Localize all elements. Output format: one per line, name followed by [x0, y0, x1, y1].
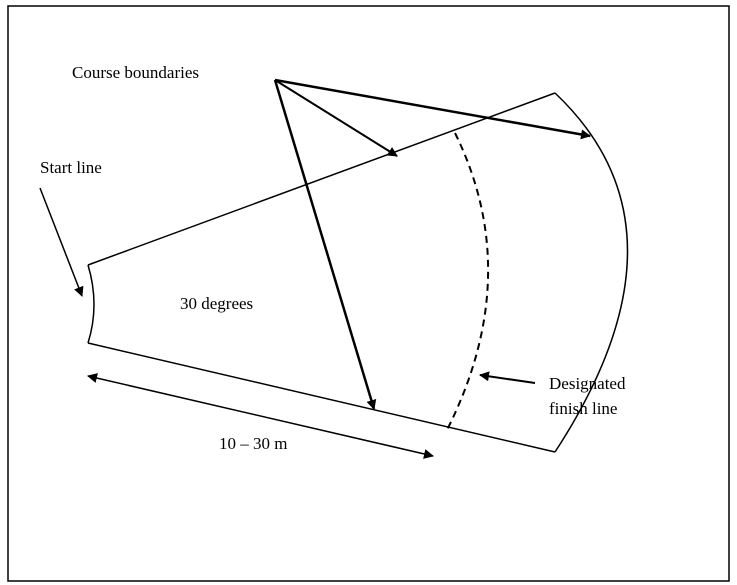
diagram-border	[7, 5, 730, 582]
finish-line-label-line2: finish line	[549, 399, 617, 418]
arrow-to-start-line	[39, 187, 84, 297]
designated-finish-line	[446, 132, 489, 431]
start-line-arc	[87, 264, 95, 344]
lower-course-boundary	[87, 342, 556, 453]
arrow-to-finish-line	[479, 371, 536, 384]
angle-label: 30 degrees	[180, 294, 253, 313]
distance-label: 10 – 30 m	[219, 434, 287, 453]
distance-double-arrow	[87, 373, 434, 459]
finish-line-label-line1: Designated	[549, 374, 626, 393]
upper-course-boundary	[87, 92, 556, 266]
start-line-label: Start line	[40, 158, 102, 177]
arrow-to-upper-boundary	[274, 79, 398, 157]
course-boundaries-label: Course boundaries	[72, 63, 199, 82]
arrow-to-outer-arc	[274, 78, 591, 140]
arrow-to-lower-boundary	[273, 79, 377, 410]
